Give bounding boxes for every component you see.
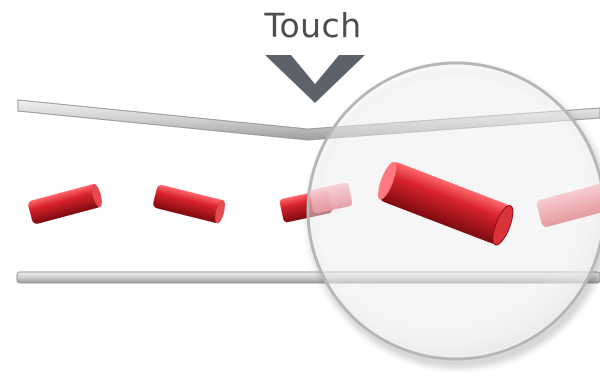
particle (153, 184, 225, 224)
particle-magnified (378, 161, 514, 246)
particle (28, 183, 102, 224)
chevron-down-icon (265, 55, 365, 103)
touch-label: Touch (264, 6, 362, 45)
particle-faded (309, 182, 353, 214)
particle-faded (536, 183, 600, 227)
